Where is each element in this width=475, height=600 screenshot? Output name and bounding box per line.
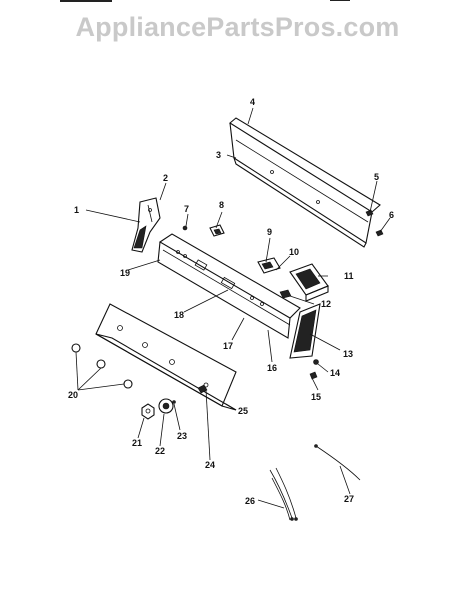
top-edge-line-left [60, 0, 112, 2]
callout-17: 17 [223, 341, 233, 351]
callout-15: 15 [311, 392, 321, 402]
screw-14 [313, 359, 319, 365]
callout-3: 3 [216, 150, 221, 160]
callout-12: 12 [321, 299, 331, 309]
callout-19: 19 [120, 268, 130, 278]
callout-21: 21 [132, 438, 142, 448]
knob-set-20 [71, 343, 133, 389]
dial-skirt-22 [158, 398, 174, 414]
console-top-cover [229, 117, 381, 248]
wire-27 [315, 445, 361, 481]
callout-8: 8 [219, 200, 224, 210]
timer-11 [289, 263, 329, 302]
leader-lines [75, 107, 391, 509]
top-edge-line-right [330, 0, 350, 1]
clip-15 [309, 371, 318, 380]
screw-7 [182, 225, 188, 231]
callout-labels: 1 2 3 4 5 6 7 8 9 10 11 12 13 14 15 16 1… [68, 97, 394, 506]
knob-21 [141, 403, 155, 420]
callout-24: 24 [205, 460, 215, 470]
callout-27: 27 [344, 494, 354, 504]
right-end-cap [289, 303, 321, 359]
wire-harness-26 [269, 467, 298, 521]
callout-5: 5 [374, 172, 379, 182]
lower-front-panel [95, 303, 237, 411]
callout-9: 9 [267, 227, 272, 237]
callout-2: 2 [163, 173, 168, 183]
left-end-bracket [131, 197, 161, 253]
callout-18: 18 [174, 310, 184, 320]
callout-1: 1 [74, 205, 79, 215]
wire-27-end [314, 444, 318, 448]
screw-5 [365, 209, 374, 217]
callout-14: 14 [330, 368, 340, 378]
callout-4: 4 [250, 97, 255, 107]
callout-13: 13 [343, 349, 353, 359]
screw-6 [375, 229, 384, 237]
callout-11: 11 [344, 271, 354, 281]
callout-10: 10 [289, 247, 299, 257]
callout-26: 26 [245, 496, 255, 506]
callout-23: 23 [177, 431, 187, 441]
callout-16: 16 [267, 363, 277, 373]
callout-25: 25 [238, 406, 248, 416]
switch-8 [209, 224, 225, 237]
control-panel [157, 233, 301, 339]
watermark: AppliancePartsPros.com [75, 12, 400, 42]
spring-23 [172, 400, 176, 404]
callout-6: 6 [389, 210, 394, 220]
callout-7: 7 [184, 204, 189, 214]
selector-switch-9 [257, 257, 281, 274]
callout-22: 22 [155, 446, 165, 456]
callout-20: 20 [68, 390, 78, 400]
